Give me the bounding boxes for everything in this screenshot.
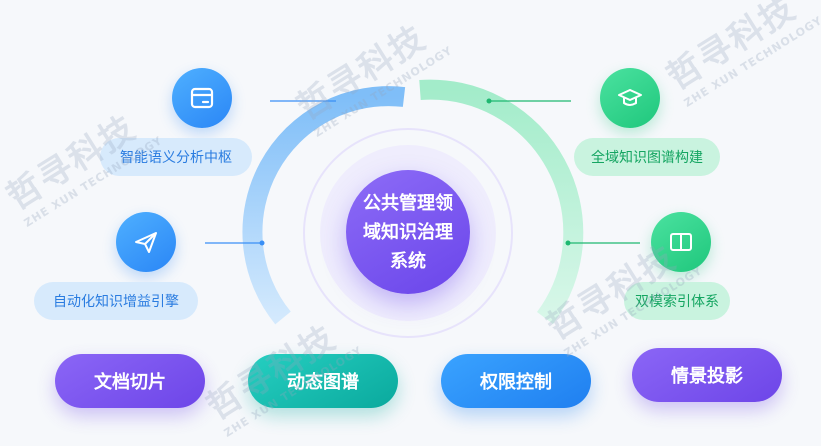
left-blue-arc xyxy=(242,86,406,325)
outer-faint-ring xyxy=(303,128,513,338)
paper-plane-icon xyxy=(135,232,157,253)
connector-dot-right-bottom xyxy=(565,240,571,246)
scenario-projection-button[interactable]: 情景投影 xyxy=(632,348,782,402)
dual-index-label: 双模索引体系 xyxy=(624,282,730,320)
dynamic-graph-button[interactable]: 动态图谱 xyxy=(248,354,398,408)
central-hub: 公共管理领 域知识治理 系统 xyxy=(346,170,470,294)
doc-slicing-button[interactable]: 文档切片 xyxy=(55,354,205,408)
hub-title-line-1: 公共管理领 xyxy=(363,192,453,214)
graduation-cap-icon xyxy=(618,89,642,106)
semantic-analysis-node-icon xyxy=(172,68,232,128)
hub-title-line-3: 系统 xyxy=(390,250,426,272)
access-control-button[interactable]: 权限控制 xyxy=(441,354,591,408)
semantic-analysis-label: 智能语义分析中枢 xyxy=(100,138,252,176)
knowledge-engine-node-icon xyxy=(116,212,176,272)
knowledge-graph-node-icon xyxy=(600,68,660,128)
right-green-arc xyxy=(419,79,584,324)
hub-title-line-2: 域知识治理 xyxy=(363,221,453,243)
browser-window-icon xyxy=(190,87,214,109)
connector-dot-right-top xyxy=(486,98,492,104)
knowledge-graph-label: 全域知识图谱构建 xyxy=(574,138,720,176)
split-panel-icon xyxy=(670,233,692,251)
knowledge-engine-label: 自动化知识增益引擎 xyxy=(34,282,198,320)
dual-index-node-icon xyxy=(651,212,711,272)
connector-dot-left-bottom xyxy=(259,240,265,246)
